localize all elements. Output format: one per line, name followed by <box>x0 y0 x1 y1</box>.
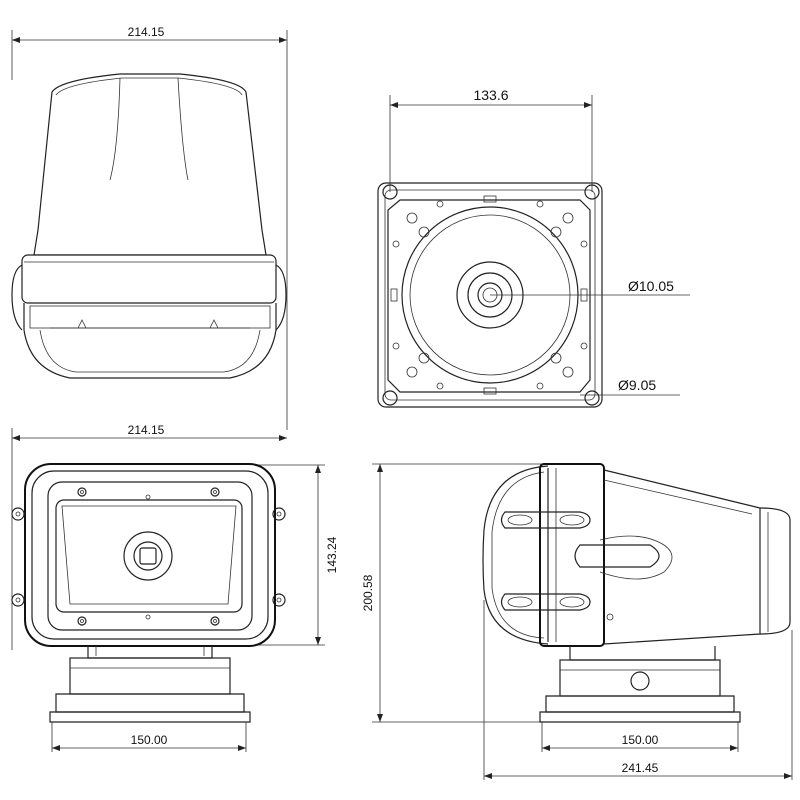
rear-view: 214.15 <box>11 25 288 430</box>
dim-center-hole: Ø10.05 <box>628 278 674 294</box>
dim-front-base: 150.00 <box>131 733 168 747</box>
dim-front-width: 214.15 <box>128 423 165 437</box>
dim-hole-spacing: 133.6 <box>473 87 508 103</box>
dim-lens-height: 143.24 <box>325 536 339 573</box>
front-view: 214.15 143.24 <box>11 423 339 752</box>
side-view: 200.58 150 <box>361 463 793 780</box>
dim-side-base: 150.00 <box>622 733 659 747</box>
dim-top-width: 214.15 <box>128 25 165 39</box>
dim-mount-hole: Ø9.05 <box>618 377 656 393</box>
dim-total-length: 241.45 <box>622 761 659 775</box>
dim-total-height: 200.58 <box>361 574 375 611</box>
mount-plate-view: 133.6 <box>377 87 690 408</box>
